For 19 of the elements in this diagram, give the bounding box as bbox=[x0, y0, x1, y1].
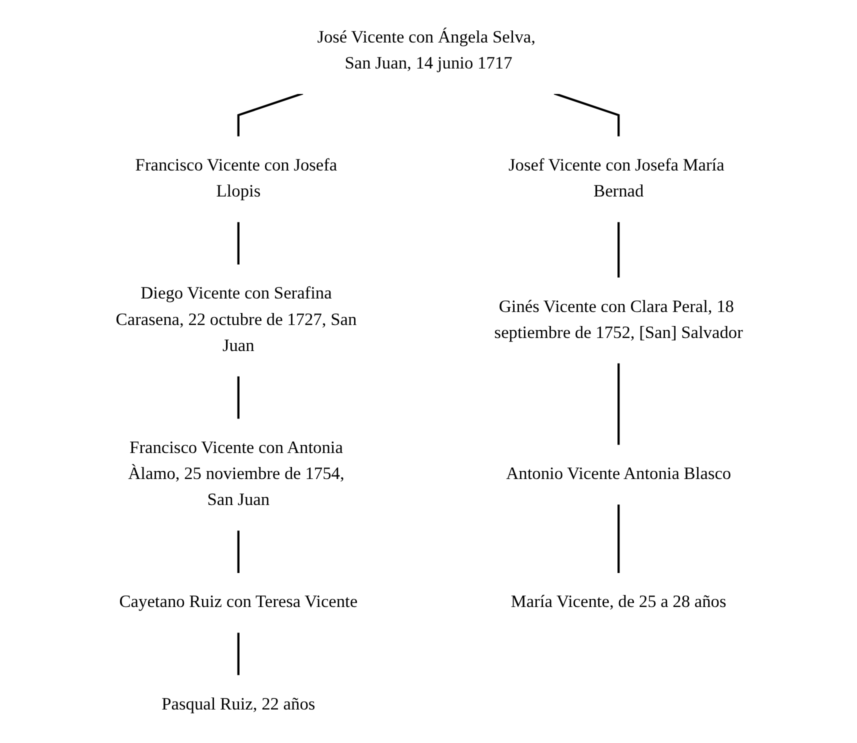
connector bbox=[554, 92, 620, 137]
connector bbox=[237, 632, 240, 676]
connector bbox=[237, 92, 304, 137]
node-text: Pasqual Ruiz, 22 años bbox=[162, 695, 316, 714]
node-text: Francisco Vicente con Antonia Àlamo, 25 noviembre de 1754, San Juan bbox=[128, 438, 344, 510]
node-text: José Vicente con Ángela Selva, San Juan, 14 junio 1717 bbox=[317, 28, 536, 73]
node-text: Antonio Vicente Antonia Blasco bbox=[506, 464, 732, 484]
connector bbox=[618, 362, 620, 446]
node-text: Diego Vicente con Serafina Carasena, 22 octubre de 1727, San Juan bbox=[116, 284, 357, 356]
connector bbox=[237, 376, 240, 420]
connector bbox=[237, 530, 240, 574]
node-text: Ginés Vicente con Clara Peral, 18 septiembre de 1752, [San] Salvador bbox=[494, 298, 743, 342]
connector bbox=[618, 222, 620, 278]
connector bbox=[237, 222, 240, 266]
node-text: Josef Vicente con Josefa María Bernad bbox=[508, 156, 724, 201]
node-text: Francisco Vicente con Josefa Llopis bbox=[135, 156, 338, 201]
node-text: María Vicente, de 25 a 28 años bbox=[510, 593, 726, 612]
node-text: Cayetano Ruiz con Teresa Vicente bbox=[119, 593, 358, 612]
connector bbox=[618, 504, 620, 574]
